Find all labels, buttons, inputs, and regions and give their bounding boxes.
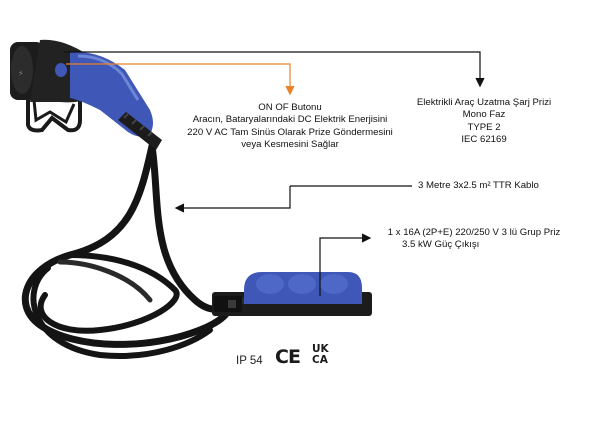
connector-callout-line: Elektrikli Araç Uzatma Şarj Prizi bbox=[416, 97, 552, 108]
connector-callout: Elektrikli Araç Uzatma Şarj Prizi Mono F… bbox=[404, 97, 564, 147]
button-callout: ON OF Butonu Aracın, Bataryalarındaki DC… bbox=[176, 102, 404, 152]
button-callout-line: Aracın, Bataryalarındaki DC Elektrik Ene… bbox=[192, 114, 388, 126]
button-callout-line: veya Kesmesini Sağlar bbox=[241, 139, 339, 151]
cable-callout: 3 Metre 3x2.5 m² TTR Kablo bbox=[418, 180, 539, 192]
button-callout-line: 220 V AC Tam Sinüs Olarak Prize Gönderme… bbox=[187, 126, 393, 138]
ukca-bottom: CA bbox=[312, 354, 328, 366]
socket-callout-line: 3.5 kW Güç Çıkışı bbox=[402, 239, 480, 251]
type2-connector bbox=[55, 51, 162, 150]
connector-callout-line: IEC 62169 bbox=[461, 134, 507, 146]
leader-lines bbox=[64, 51, 485, 296]
ip-rating: IP 54 bbox=[236, 355, 263, 367]
power-button-icon bbox=[55, 63, 67, 77]
connector-callout-line: TYPE 2 bbox=[467, 121, 501, 133]
socket-block bbox=[212, 272, 372, 316]
socket-leader bbox=[319, 237, 368, 296]
button-leader bbox=[66, 63, 291, 92]
ukca-top: UK bbox=[312, 343, 329, 355]
cable-callout-text: 3 Metre 3x2.5 m² TTR Kablo bbox=[418, 180, 539, 191]
cable-coil bbox=[21, 142, 237, 359]
svg-text:⚡: ⚡ bbox=[18, 69, 24, 78]
socket-callout-line: 1 x 16A (2P+E) 220/250 V 3 lü Grup Priz bbox=[387, 227, 561, 238]
button-callout-line: ON OF Butonu bbox=[258, 102, 322, 113]
socket-callout: 1 x 16A (2P+E) 220/250 V 3 lü Grup Priz … bbox=[374, 227, 574, 252]
connector-callout-line: Mono Faz bbox=[462, 109, 506, 121]
cable-leader bbox=[178, 186, 291, 209]
connector-leader bbox=[64, 51, 481, 84]
ce-mark: CE bbox=[275, 346, 301, 368]
ukca-mark: UK CA bbox=[312, 344, 329, 366]
